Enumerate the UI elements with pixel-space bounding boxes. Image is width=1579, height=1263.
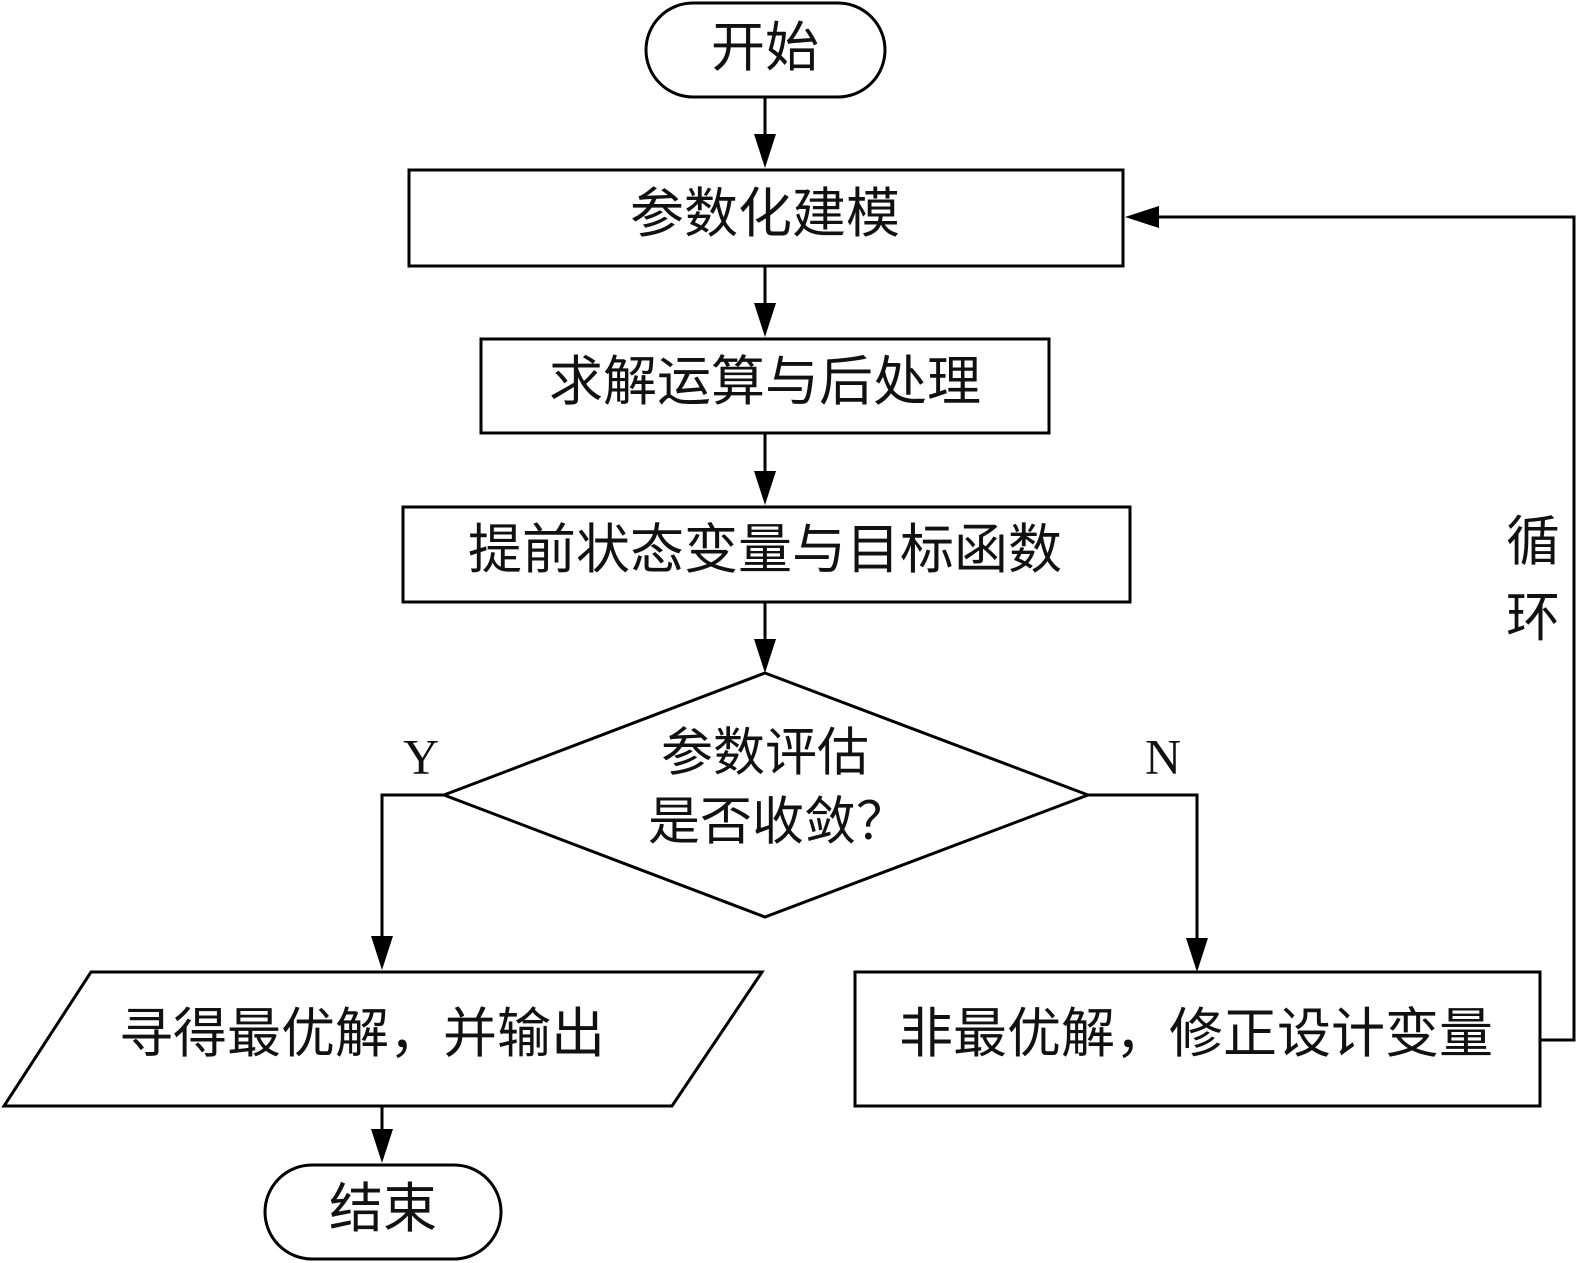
- arrowhead-output-to-end: [371, 1129, 393, 1163]
- arrowhead-yes-branch: [371, 936, 393, 970]
- decision-label-line2: 是否收敛？: [648, 793, 908, 853]
- start-label: 开始: [711, 16, 819, 79]
- modeling-label: 参数化建模: [630, 182, 900, 245]
- end-terminal: [263, 1163, 503, 1261]
- no-branch-connector: [1088, 793, 1199, 944]
- loop-label-char2: 环: [1506, 586, 1560, 649]
- loop-label-char1: 循: [1506, 510, 1560, 573]
- end-label: 结束: [329, 1177, 437, 1240]
- arrowhead-solve-to-extract: [754, 471, 776, 505]
- arrowhead-loop-back: [1125, 206, 1159, 228]
- arrowhead-no-branch: [1186, 938, 1208, 972]
- yes-branch-connector: [380, 793, 444, 940]
- solve-label: 求解运算与后处理: [549, 350, 981, 413]
- output-optimal-parallelogram: [1, 970, 765, 1108]
- revise-process-box: [853, 970, 1542, 1108]
- arrowhead-extract-to-decision: [754, 639, 776, 673]
- output-optimal-label: 寻得最优解，并输出: [119, 1002, 605, 1065]
- loop-back-connector: [1148, 215, 1576, 1042]
- extract-process-box: [401, 505, 1132, 604]
- arrowhead-modeling-to-solve: [754, 303, 776, 337]
- yes-label: Y: [403, 728, 439, 784]
- decision-label-line1: 参数评估: [661, 724, 869, 784]
- arrowhead-start-to-modeling: [754, 134, 776, 168]
- revise-label: 非最优解，修正设计变量: [899, 1002, 1493, 1065]
- modeling-process-box: [407, 168, 1125, 268]
- convergence-decision-diamond: [439, 671, 1093, 919]
- extract-label: 提前状态变量与目标函数: [468, 518, 1062, 581]
- no-label: N: [1145, 728, 1181, 784]
